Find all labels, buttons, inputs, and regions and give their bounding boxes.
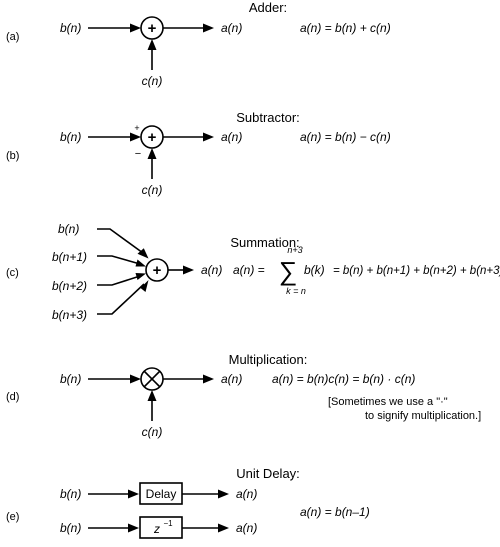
adder-side-input-label: c(n): [142, 74, 163, 88]
unit-delay-input-arrowhead-2: [128, 523, 139, 533]
summation-output-label: a(n): [201, 263, 222, 277]
adder-input-label: b(n): [60, 21, 81, 35]
z-inverse-exponent: −1: [163, 519, 173, 528]
multiplication-equation: a(n) = b(n)c(n) = b(n) · c(n): [272, 372, 415, 386]
unit-delay-input-label-1: b(n): [60, 487, 81, 501]
subtractor-section: Subtractor: (b) b(n) + − + a(n) c(n) a(n…: [6, 110, 391, 197]
summation-input-line-0: [97, 228, 144, 254]
adder-section: Adder: (a) b(n) + a(n) c(n) a(n) = b(n) …: [6, 0, 391, 88]
unit-delay-output-arrowhead-1: [218, 489, 229, 499]
adder-output-arrowhead: [203, 23, 214, 33]
unit-delay-output-arrowhead-2: [218, 523, 229, 533]
summation-upper-limit: n+3: [287, 245, 302, 255]
multiplication-section: Multiplication: (d) b(n) a(n) c(n) a(n) …: [6, 352, 481, 439]
summation-input-label-2: b(n+2): [52, 279, 87, 293]
summation-input-line-2: [97, 275, 141, 286]
subtractor-input-arrowhead: [130, 132, 141, 142]
subtractor-part-label: (b): [6, 150, 19, 162]
multiplication-input-label: b(n): [60, 372, 81, 386]
unit-delay-title: Unit Delay:: [236, 466, 300, 481]
subtractor-equation: a(n) = b(n) − c(n): [300, 130, 391, 144]
multiplier-cross-stroke-2: [143, 370, 161, 388]
summation-input-arrowhead-2: [135, 273, 146, 280]
subtractor-title: Subtractor:: [236, 110, 300, 125]
adder-plus-symbol: +: [148, 20, 157, 37]
summation-sigma-symbol: ∑: [279, 256, 298, 286]
summation-input-label-0: b(n): [58, 222, 79, 236]
summation-input-label-1: b(n+1): [52, 250, 87, 264]
summation-title: Summation:: [230, 235, 299, 250]
summation-input-line-1: [97, 255, 141, 265]
subtractor-side-input-label: c(n): [142, 183, 163, 197]
unit-delay-output-label-1: a(n): [236, 487, 257, 501]
summation-input-line-3: [97, 283, 145, 315]
adder-part-label: (a): [6, 31, 19, 43]
z-inverse-block: [139, 516, 183, 539]
summation-term: b(k): [304, 263, 325, 277]
adder-title: Adder:: [249, 0, 287, 15]
subtractor-node-symbol: +: [148, 129, 157, 146]
unit-delay-section: Unit Delay: (e) b(n) Delay a(n) b(n) z −…: [6, 466, 370, 539]
subtractor-input-label: b(n): [60, 130, 81, 144]
summation-output-arrowhead: [183, 265, 194, 275]
summation-input-arrowhead-3: [140, 280, 149, 292]
summation-lower-limit: k = n: [286, 286, 306, 296]
summation-part-label: (c): [6, 267, 19, 279]
subtractor-output-arrowhead: [203, 132, 214, 142]
multiplication-note-line-1: [Sometimes we use a "·": [328, 396, 448, 408]
summation-input-arrowhead-0: [137, 248, 149, 259]
unit-delay-equation: a(n) = b(n–1): [300, 505, 370, 519]
multiplication-output-label: a(n): [221, 372, 242, 386]
adder-input-arrowhead: [130, 23, 141, 33]
multiplication-side-input-arrowhead: [147, 390, 157, 401]
unit-delay-part-label: (e): [6, 511, 19, 523]
multiplication-note-line-2: to signify multiplication.]: [365, 410, 481, 422]
adder-output-label: a(n): [221, 21, 242, 35]
summation-input-label-3: b(n+3): [52, 308, 87, 322]
subtractor-minus-sign: −: [135, 148, 141, 160]
multiplication-part-label: (d): [6, 391, 19, 403]
subtractor-output-label: a(n): [221, 130, 242, 144]
subtractor-side-input-arrowhead: [147, 148, 157, 159]
multiplication-input-arrowhead: [130, 374, 141, 384]
subtractor-plus-sign: +: [134, 123, 139, 133]
adder-equation: a(n) = b(n) + c(n): [300, 21, 391, 35]
summation-equation-rhs: = b(n) + b(n+1) + b(n+2) + b(n+3): [333, 265, 500, 277]
multiplication-output-arrowhead: [203, 374, 214, 384]
summation-node-symbol: +: [153, 262, 162, 279]
summation-section: Summation: (c) b(n) b(n+1) b(n+2) b(n+3)…: [6, 222, 500, 322]
summation-input-arrowhead-1: [135, 259, 146, 267]
unit-delay-input-arrowhead-1: [128, 489, 139, 499]
multiplication-side-input-label: c(n): [142, 425, 163, 439]
multiplication-title: Multiplication:: [229, 352, 308, 367]
z-inverse-base: z: [153, 522, 160, 536]
delay-block-label: Delay: [146, 487, 177, 501]
summation-equation-lhs: a(n) =: [233, 263, 265, 277]
adder-side-input-arrowhead: [147, 39, 157, 50]
unit-delay-input-label-2: b(n): [60, 521, 81, 535]
unit-delay-output-label-2: a(n): [236, 521, 257, 535]
